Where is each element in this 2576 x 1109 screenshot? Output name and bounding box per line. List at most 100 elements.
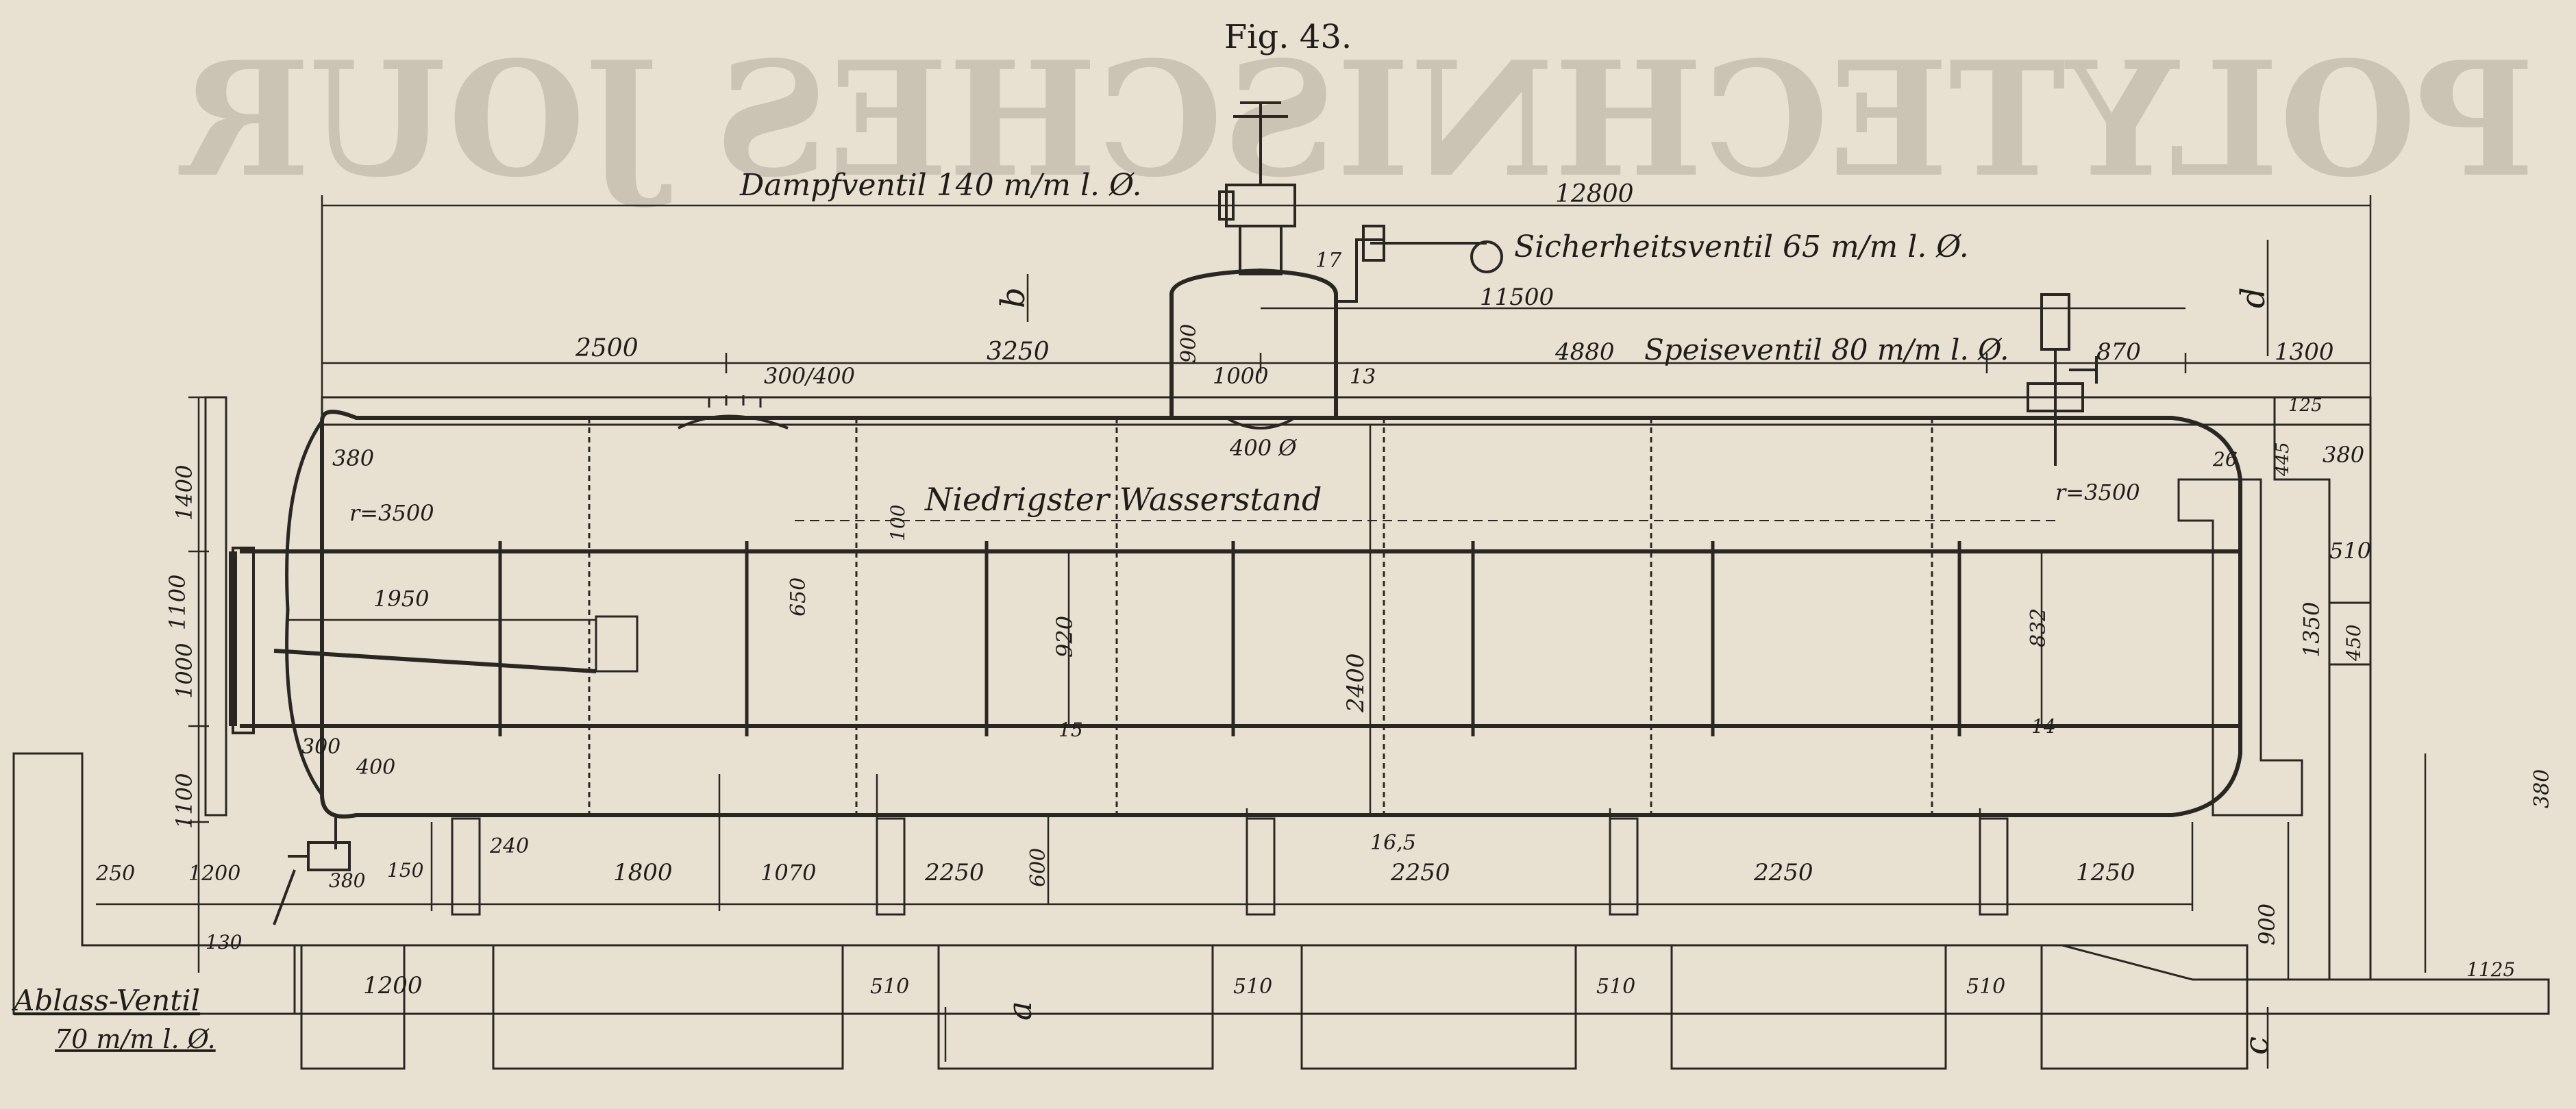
flue-rings	[498, 541, 1961, 736]
dim-510-d: 510	[1966, 975, 2005, 999]
floor-pit-4	[1670, 944, 1947, 1070]
ablass-ventil-size: 70 m/m l. Ø.	[55, 1024, 216, 1054]
foundation-floor	[293, 944, 2550, 1015]
front-head	[285, 420, 324, 796]
dim-510-b: 510	[1233, 975, 1272, 999]
dim-13: 13	[1350, 365, 1376, 389]
dim-26: 26	[2212, 448, 2238, 471]
dim-15: 15	[1058, 719, 1083, 741]
section-mark-b: b	[994, 287, 1032, 308]
dim-900-right: 900	[2254, 904, 2280, 945]
cleaning-door	[2328, 601, 2372, 666]
dim-650: 650	[787, 577, 810, 616]
dim-130: 130	[206, 931, 242, 954]
boiler-shell	[320, 410, 2242, 819]
steam-dome	[1169, 268, 1338, 418]
dim-400-dome: 400 Ø	[1229, 435, 1297, 461]
dim-400-bottom: 400	[356, 756, 395, 780]
manhole	[678, 414, 789, 429]
dimension-lines	[96, 195, 2427, 1069]
dim-1200-b: 1200	[363, 972, 423, 999]
dim-380-right: 380	[2323, 442, 2364, 468]
dim-250: 250	[95, 862, 135, 886]
dim-300-400: 300/400	[764, 363, 855, 389]
dome-opening	[1225, 416, 1296, 429]
speiseventil-label: Speiseventil 80 m/m l. Ø.	[1644, 333, 2009, 366]
bleed-through-text: POLYTECHNISCHES JOUR	[178, 27, 2535, 212]
dimension-texts: 12800 2500 3250 4880 870 1300 11500 300/…	[95, 180, 2554, 999]
dim-2500: 2500	[575, 334, 639, 362]
floor-pit-2	[937, 944, 1214, 1070]
dim-870: 870	[2096, 338, 2141, 366]
floor-pit-1	[492, 944, 844, 1070]
fire-grate	[273, 649, 597, 673]
dim-16-5: 16,5	[1370, 831, 1416, 855]
dim-1400: 1400	[171, 465, 197, 521]
flue-tube	[240, 549, 2240, 728]
dim-2400: 2400	[1342, 653, 1370, 713]
dim-380-bottom: 380	[329, 869, 365, 892]
floor-pit-5	[2040, 944, 2249, 1070]
dim-1300: 1300	[2275, 338, 2334, 366]
dim-240: 240	[489, 834, 529, 858]
foundation-left	[12, 752, 296, 1015]
niedrigster-wasserstand-label: Niedrigster Wasserstand	[924, 481, 1322, 518]
blowoff-valve	[273, 815, 351, 925]
section-mark-c: c	[2238, 1036, 2276, 1055]
dim-total-length: 12800	[1555, 180, 1634, 208]
dim-510-a: 510	[870, 975, 909, 999]
left-end-wall	[204, 396, 227, 817]
dim-17: 17	[1315, 249, 1342, 273]
dim-1070: 1070	[760, 860, 816, 886]
shell-seams	[588, 418, 1933, 815]
floor-pit-0	[300, 944, 406, 1070]
dim-14: 14	[2031, 715, 2056, 738]
dim-2250-a: 2250	[924, 859, 984, 886]
dim-1800: 1800	[613, 859, 673, 886]
dim-4880: 4880	[1555, 338, 1615, 366]
dim-920: 920	[1052, 616, 1078, 658]
fire-bridge	[595, 615, 639, 673]
section-mark-a: a	[1001, 1001, 1039, 1021]
dim-2250-b: 2250	[1390, 859, 1450, 886]
dim-3250: 3250	[987, 338, 1050, 366]
sicherheitsventil-label: Sicherheitsventil 65 m/m l. Ø.	[1514, 229, 1969, 264]
dim-510-right: 510	[2329, 538, 2371, 564]
dim-600: 600	[1026, 848, 1050, 887]
dim-2250-c: 2250	[1753, 859, 1813, 886]
dim-450: 450	[2342, 625, 2365, 662]
dim-510-c: 510	[1596, 975, 1635, 999]
dim-100: 100	[887, 505, 909, 541]
feed-valve	[2027, 293, 2098, 466]
dim-125: 125	[2288, 395, 2323, 416]
dim-150: 150	[387, 859, 423, 882]
manhole-bolts	[708, 395, 762, 408]
dim-380-far: 380	[2530, 769, 2554, 808]
dim-1125: 1125	[2466, 958, 2515, 981]
safety-valve	[1336, 225, 1503, 303]
front-frame	[232, 547, 255, 734]
figure-title: Fig. 43.	[1224, 18, 1352, 56]
right-flue-wall	[2177, 478, 2303, 817]
dim-1100-bottom: 1100	[171, 773, 197, 829]
ablass-ventil-label: Ablass-Ventil	[11, 984, 200, 1017]
floor-pit-3	[1300, 944, 1577, 1070]
dim-1350: 1350	[2299, 602, 2325, 658]
dim-1100-left: 1100	[164, 575, 190, 630]
dim-r3500-right: r=3500	[2055, 479, 2140, 506]
dim-300-bottom: 300	[301, 735, 340, 759]
dim-11500: 11500	[1480, 284, 1554, 311]
dim-r3500-left: r=3500	[349, 500, 434, 526]
dim-380-left: 380	[332, 445, 374, 471]
dim-1250: 1250	[2076, 859, 2135, 886]
dim-1000: 1000	[1213, 363, 1268, 389]
dim-900: 900	[1177, 324, 1201, 363]
dim-832: 832	[2027, 608, 2051, 647]
section-mark-d: d	[2234, 287, 2272, 308]
dim-445: 445	[2272, 442, 2293, 477]
dim-1000-left: 1000	[171, 643, 197, 699]
dim-1950: 1950	[373, 586, 429, 612]
dim-1200-a: 1200	[188, 862, 240, 886]
